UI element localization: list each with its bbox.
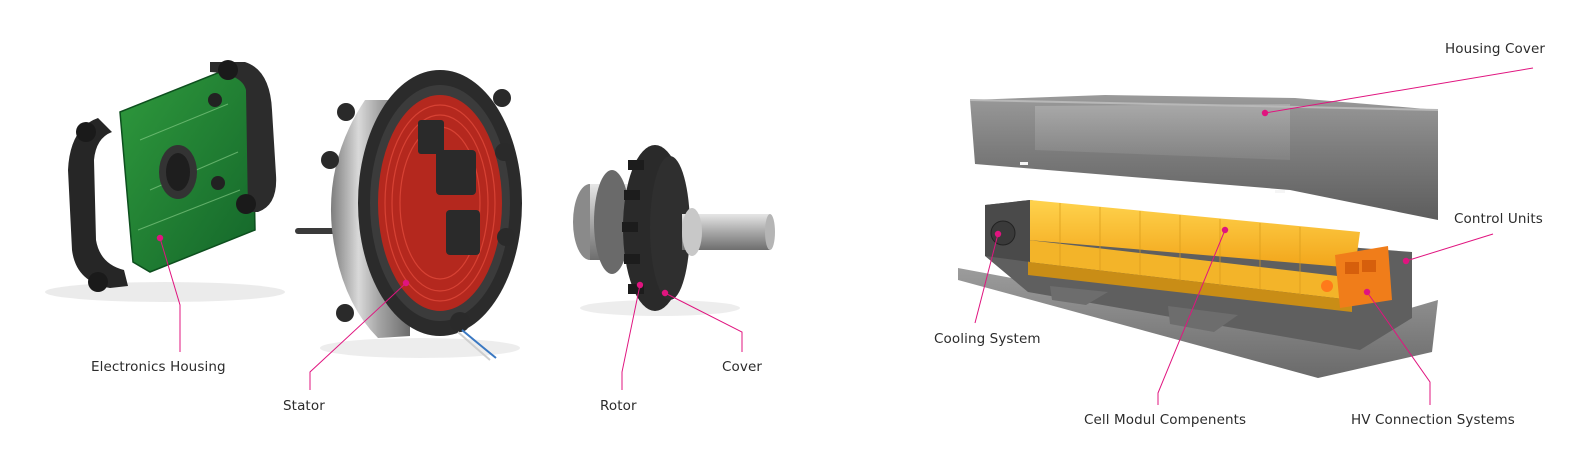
leader-line-housing-cover (1264, 67, 1534, 114)
battery-module-part (958, 200, 1438, 378)
leader-line-cell-modul (1157, 229, 1226, 405)
leader-line-hv-connection (1366, 291, 1431, 405)
callout-dot-hv-connection (1363, 288, 1371, 296)
leader-line-rotor (621, 284, 641, 390)
label-cell-modul-components: Cell Modul Compenents (1084, 412, 1247, 428)
callout-dot-stator (402, 279, 410, 287)
callout-dot-rotor (636, 281, 644, 289)
callout-dot-cooling-system (994, 230, 1002, 238)
leader-line-control-units (1405, 233, 1494, 262)
label-housing-cover: Housing Cover (1445, 41, 1545, 57)
label-electronics-housing: Electronics Housing (91, 359, 226, 375)
stator-part (295, 70, 522, 361)
callout-dot-electronics-housing (156, 234, 164, 242)
label-rotor: Rotor (600, 398, 637, 414)
leader-line-cooling-system (974, 233, 999, 324)
leader-lines (159, 67, 1534, 405)
battery-housing-cover-part (969, 95, 1439, 220)
callout-dot-cover (661, 289, 669, 297)
callout-dot-cell-modul (1221, 226, 1229, 234)
label-cover: Cover (722, 359, 763, 375)
label-hv-connection-systems: HV Connection Systems (1351, 412, 1515, 428)
leader-line-electronics-housing (159, 237, 181, 352)
leader-line-cover (664, 292, 743, 352)
label-cooling-system: Cooling System (934, 331, 1041, 347)
callout-dot-control-units (1402, 257, 1410, 265)
electronics-housing-part (45, 60, 285, 302)
callout-dots (156, 109, 1410, 297)
callout-dot-housing-cover (1261, 109, 1269, 117)
label-stator: Stator (283, 398, 325, 414)
leader-line-stator (309, 282, 407, 390)
rotor-part (573, 145, 775, 316)
label-control-units: Control Units (1454, 211, 1543, 227)
